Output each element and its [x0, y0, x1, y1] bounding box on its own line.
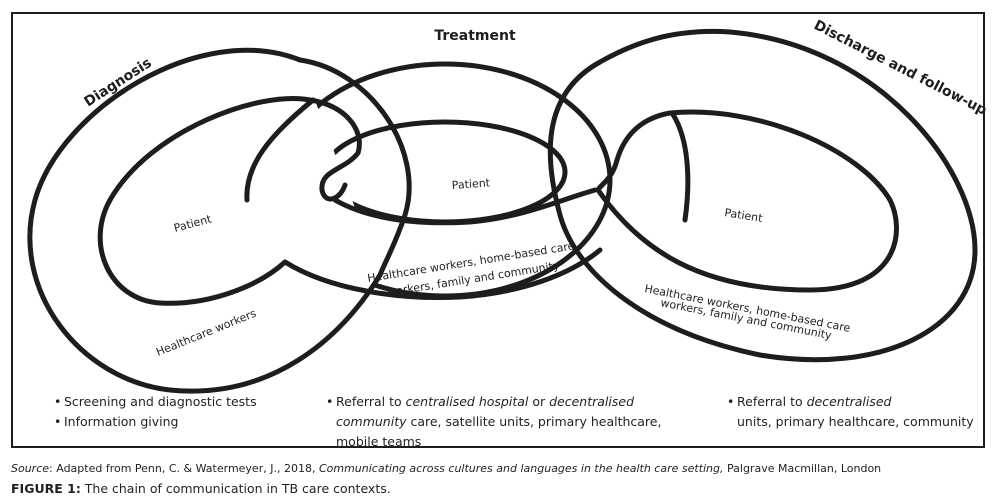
- discharge-patient-label: Patient: [724, 206, 765, 225]
- discharge-bullet-text: Referral to: [737, 394, 807, 409]
- stage-label-discharge: Discharge and follow-up: [811, 17, 989, 118]
- diagnosis-inner-crossing: [244, 97, 316, 203]
- diagnosis-inner-loop: [307, 97, 362, 202]
- figure-source: Source: Adapted from Penn, C. & Watermey…: [11, 462, 881, 475]
- treatment-bullet-text: care, satellite units, primary healthcar…: [406, 414, 662, 429]
- treatment-bullet-item: Referral to centralised hospital or dece…: [326, 392, 661, 452]
- discharge-inner-ring: [595, 109, 899, 293]
- discharge-bullet-list: Referral to decentralised units, primary …: [727, 392, 974, 432]
- discharge-inner-crossing: [669, 110, 691, 223]
- diagnosis-bullet-item: Information giving: [54, 412, 257, 432]
- treatment-bullet-text: Referral to: [336, 394, 406, 409]
- treatment-patient-label: Patient: [451, 176, 491, 192]
- treatment-bullet-italic: centralised hospital: [405, 394, 529, 409]
- caption-text: The chain of communication in TB care co…: [80, 481, 391, 496]
- treatment-bullet-italic: decentralised: [549, 394, 635, 409]
- treatment-bullet-list: Referral to centralised hospital or dece…: [326, 392, 661, 452]
- source-text: : Adapted from Penn, C. & Watermeyer, J.…: [49, 462, 319, 475]
- caption-label: FIGURE 1:: [11, 481, 81, 496]
- diagnosis-bullet-list: Screening and diagnostic tests Informati…: [54, 392, 257, 432]
- ring-diagnosis: [27, 47, 412, 394]
- treatment-bullet-text: or: [528, 394, 550, 409]
- figure-caption: FIGURE 1: The chain of communication in …: [11, 481, 391, 496]
- discharge-bullet-item: Referral to decentralised units, primary …: [727, 392, 974, 432]
- source-publisher: Palgrave Macmillan, London: [723, 462, 882, 475]
- diagnosis-inner-ring: [97, 96, 313, 306]
- diagnosis-bullet-item: Screening and diagnostic tests: [54, 392, 257, 412]
- stage-label-treatment: Treatment: [434, 28, 516, 44]
- source-title: Communicating across cultures and langua…: [318, 462, 724, 475]
- diagnosis-outer-ring-right: [297, 57, 412, 278]
- treatment-front-segment: [282, 247, 603, 300]
- discharge-bullet-italic: decentralised: [806, 394, 892, 409]
- treatment-inner-front: [332, 187, 598, 226]
- treatment-bullet-text: mobile teams: [336, 434, 422, 449]
- discharge-outer-ring: [547, 28, 978, 363]
- source-label: Source: [11, 462, 50, 475]
- treatment-bullet-italic: community: [336, 414, 407, 429]
- discharge-bullet-text: units, primary healthcare, community: [737, 414, 974, 429]
- ring-discharge: [547, 28, 978, 363]
